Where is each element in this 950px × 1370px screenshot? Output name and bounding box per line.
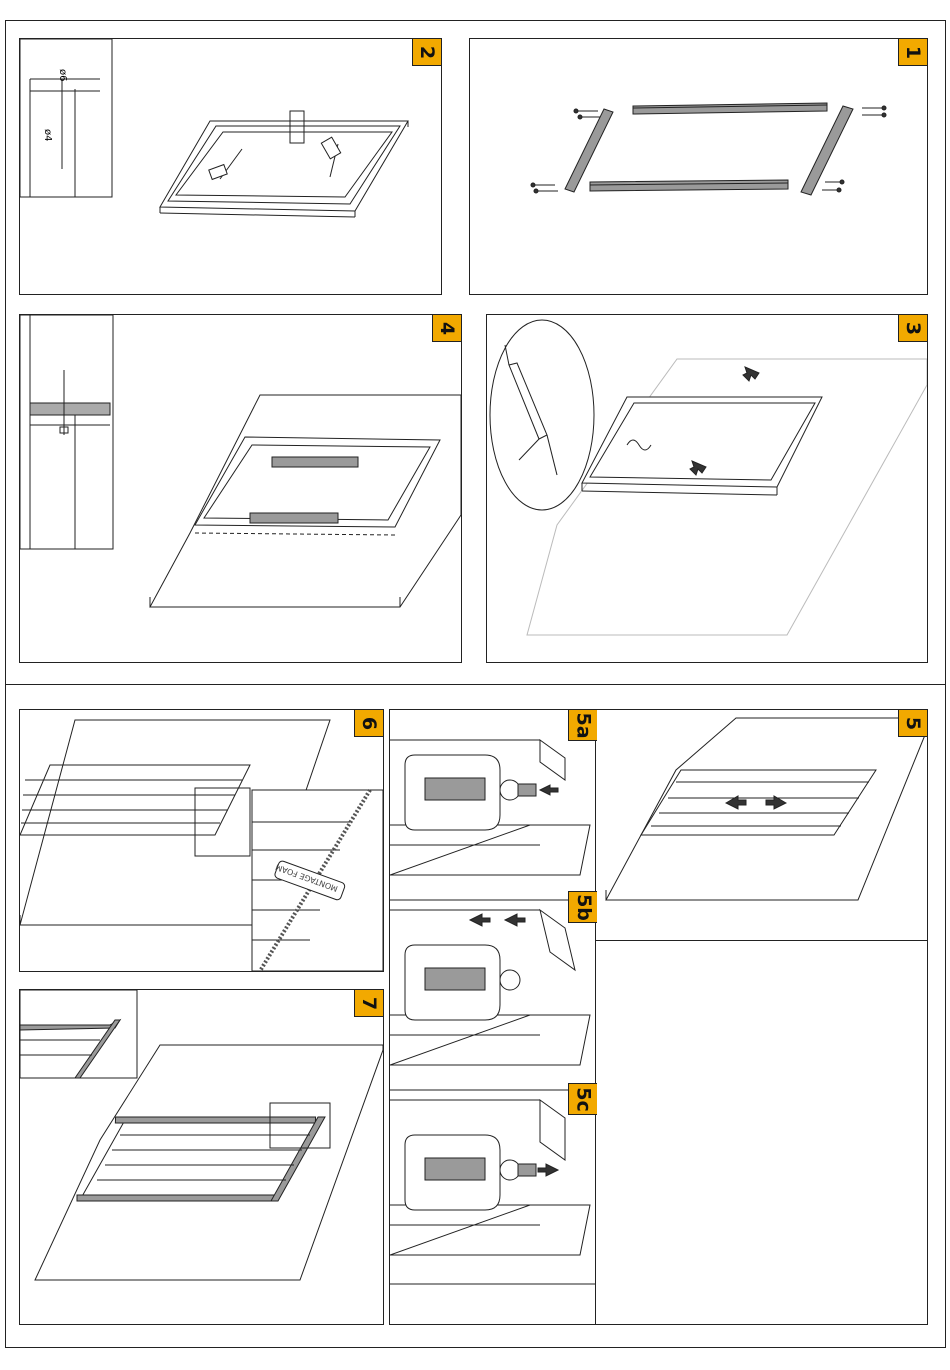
step-5-number: 5 <box>903 716 922 729</box>
step-2-panel: 2 ø6 ø4 <box>19 38 442 295</box>
foam-filling-illustration: MONTAGE FOAM <box>20 710 383 971</box>
step-5a-badge: 5a <box>568 709 598 741</box>
step-6-panel: 6 MONTAGE FOAM <box>19 709 384 972</box>
step-1-panel: 1 <box>469 38 928 295</box>
step-3-panel: 3 <box>486 314 928 663</box>
step-4-panel: 4 <box>19 314 462 663</box>
step-3-number: 3 <box>903 321 922 334</box>
step-2-number: 2 <box>417 45 436 58</box>
step-5c-badge: 5c <box>568 1083 598 1115</box>
step-5a-number: 5a <box>573 712 592 738</box>
drill-diameter-6-label: ø6 <box>57 69 68 81</box>
hinge-adjustment-illustration <box>390 710 597 1324</box>
step-5b-badge: 5b <box>568 891 598 923</box>
step-7-number: 7 <box>359 996 378 1009</box>
step-4-badge: 4 <box>432 314 462 342</box>
step-6-number: 6 <box>359 716 378 729</box>
trim-installation-illustration <box>20 990 383 1324</box>
step-5b-number: 5b <box>573 894 592 921</box>
glue-application-illustration <box>487 315 927 662</box>
step-2-badge: 2 <box>412 38 442 66</box>
step-5abc-panel: 5a 5b 5c <box>389 709 598 1325</box>
step-7-badge: 7 <box>354 989 384 1017</box>
frame-mounting-illustration <box>20 315 461 662</box>
drill-diameter-4-label: ø4 <box>42 129 53 141</box>
step-4-number: 4 <box>437 321 456 334</box>
step-5-panel: 5 <box>595 709 928 943</box>
step-6-badge: 6 <box>354 709 384 737</box>
step-5c-number: 5c <box>573 1087 592 1111</box>
step-1-badge: 1 <box>898 38 928 66</box>
empty-cell <box>595 940 928 1325</box>
frame-parts-illustration <box>470 39 927 294</box>
drilling-illustration: ø6 ø4 <box>20 39 441 294</box>
step-7-panel: 7 <box>19 989 384 1325</box>
step-3-badge: 3 <box>898 314 928 342</box>
step-1-number: 1 <box>903 45 922 58</box>
door-leaf-illustration <box>596 710 927 942</box>
step-5-badge: 5 <box>898 709 928 737</box>
